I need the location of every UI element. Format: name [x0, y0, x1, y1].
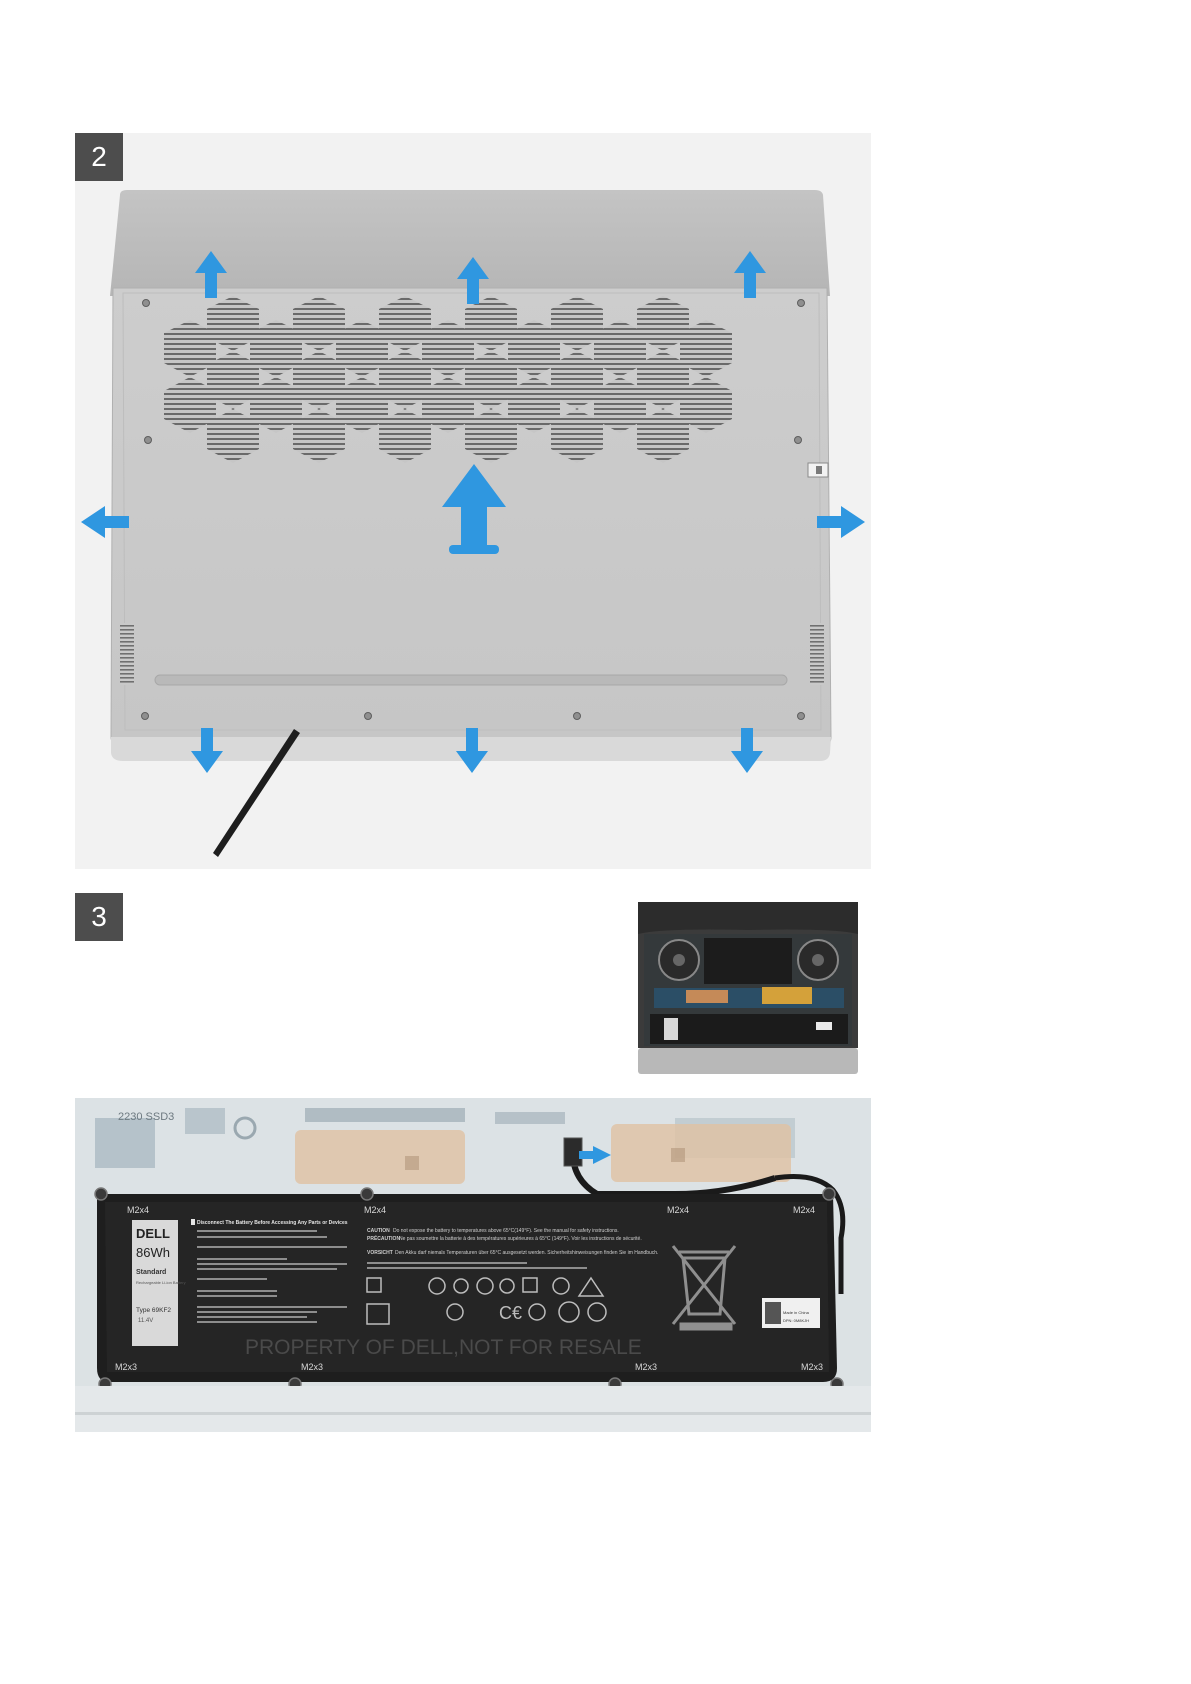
qr-mark-icon: [522, 1277, 538, 1293]
arrow-up-icon: [195, 251, 227, 298]
precaution-label: PRÉCAUTION: [367, 1234, 400, 1242]
battery-warning-header: Disconnect The Battery Before Accessing …: [197, 1220, 348, 1226]
lift-arrow-icon: [442, 464, 506, 547]
weee-bin-icon: [671, 1245, 737, 1331]
battery-type: Type 69KF2: [136, 1307, 171, 1314]
caution-text: Do not expose the battery to temperature…: [393, 1228, 619, 1234]
vorsicht-text: Den Akku darf niemals Temperaturen über …: [395, 1250, 658, 1256]
certification-icon: [528, 1303, 546, 1321]
screw-icon: [94, 1187, 108, 1201]
screw-label: M2x4: [364, 1205, 386, 1215]
screw-label: M2x3: [115, 1362, 137, 1372]
screw-label: M2x3: [635, 1362, 657, 1372]
certification-marks: C€: [366, 1276, 607, 1325]
arrow-down-icon: [191, 728, 223, 773]
arrow-left-icon: [81, 506, 129, 538]
battery-voltage: 11.4V: [138, 1318, 153, 1324]
inset-battery: [650, 1014, 848, 1044]
battery-illustration: 2230 SSD3 M2x4 M2x4 M2x4 M2x4: [75, 1098, 871, 1432]
screw-label: M2x4: [793, 1205, 815, 1215]
ul-mark-icon: [446, 1303, 464, 1321]
caution-label: CAUTION: [367, 1228, 390, 1234]
screw-label: M2x4: [127, 1205, 149, 1215]
recycle-mark-icon: [587, 1302, 607, 1322]
step-3-inset: [634, 898, 862, 1078]
screw-icon: [364, 712, 372, 720]
screw-icon: [141, 712, 149, 720]
ssd-thermal-plate: [295, 1130, 465, 1184]
screw-icon: [144, 436, 152, 444]
ssd-thermal-plate: [611, 1124, 791, 1182]
qr-code-icon: [765, 1302, 781, 1324]
battery-mark-icon: [366, 1303, 390, 1325]
pry-direction-arrows: [81, 251, 865, 773]
step-number-badge: 2: [75, 133, 123, 181]
recycle-mark-icon: [476, 1277, 494, 1295]
pse-mark-icon: [428, 1277, 446, 1295]
arrow-right-icon: [817, 506, 865, 538]
screw-label: M2x4: [667, 1205, 689, 1215]
vorsicht-label: VORSICHT: [367, 1250, 393, 1256]
battery-standard-sub: Rechargeable Li-ion Battery: [136, 1280, 186, 1285]
precaution-text: Ne pas soumettre la batterie à des tempé…: [399, 1236, 642, 1242]
battery-standard: Standard: [136, 1269, 166, 1276]
ce-mark-icon: C€: [499, 1303, 522, 1323]
label-dpn: DPN: 0M8KJH: [783, 1318, 809, 1323]
laptop-hinge-section: [110, 190, 830, 296]
warning-triangle-icon: [577, 1276, 605, 1297]
rubber-foot: [154, 674, 788, 686]
property-text: PROPERTY OF DELL,NOT FOR RESALE: [245, 1336, 642, 1359]
step-number-badge: 3: [75, 893, 123, 941]
arrow-down-icon: [456, 728, 488, 773]
battery-brand: DELL: [136, 1226, 170, 1241]
inset-hinge: [638, 902, 858, 934]
screw-label: M2x3: [801, 1362, 823, 1372]
certification-icon: [453, 1278, 469, 1294]
screw-icon: [573, 712, 581, 720]
step-3-panel: 2230 SSD3 M2x4 M2x4 M2x4 M2x4: [75, 1098, 871, 1432]
arrow-down-icon: [731, 728, 763, 773]
arrow-up-icon: [457, 257, 489, 304]
certification-icon: [558, 1301, 580, 1323]
base-cover-illustration: [81, 190, 865, 857]
side-vent-right: [810, 623, 824, 685]
arrow-up-icon: [734, 251, 766, 298]
arrow-right-icon: [579, 1146, 611, 1164]
screw-icon: [360, 1187, 374, 1201]
board-label: 2230 SSD3: [118, 1111, 174, 1123]
step-2-panel: 2: [75, 133, 871, 869]
side-vent-left: [120, 623, 134, 685]
honeycomb-vent: [164, 296, 732, 463]
captive-screws: [141, 299, 805, 720]
battery-capacity: 86Wh: [136, 1245, 170, 1260]
label-made-in: Made in China: [783, 1310, 810, 1315]
battery-spec-label: [132, 1220, 178, 1346]
plastic-scribe-icon: [213, 729, 300, 857]
screw-icon: [822, 1187, 836, 1201]
screw-icon: [794, 436, 802, 444]
certification-icon: [552, 1277, 570, 1295]
pc-mark-icon: [499, 1278, 515, 1294]
screw-icon: [797, 299, 805, 307]
screw-label: M2x3: [301, 1362, 323, 1372]
screw-icon: [797, 712, 805, 720]
kc-mark-icon: [366, 1277, 382, 1293]
screw-icon: [142, 299, 150, 307]
